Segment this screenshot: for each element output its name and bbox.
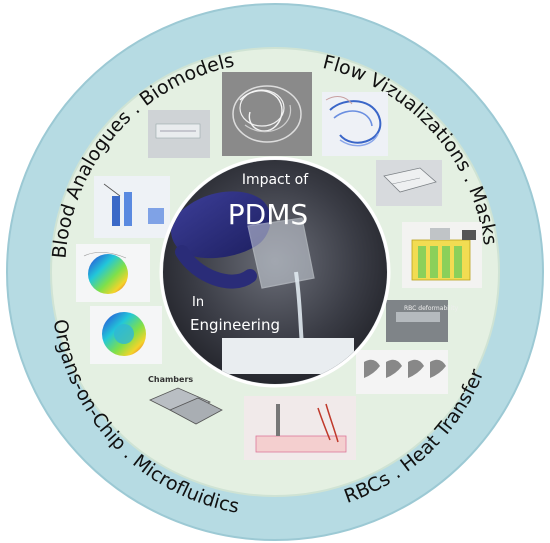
beaker — [247, 217, 315, 289]
center-title-line3: In — [192, 295, 204, 310]
thumb-thermal-simulation-1 — [76, 244, 150, 302]
thumb-heat-transfer — [402, 222, 482, 288]
gloved-hand — [171, 191, 271, 259]
center-photo: Impact of PDMS In Engineering — [159, 156, 391, 388]
center-title-line2: PDMS — [228, 198, 308, 231]
thumb-flow-microscopy — [222, 72, 312, 156]
thumb-thermal-simulation-2 — [90, 306, 162, 364]
thumb-blood-analogue-setup — [94, 176, 170, 238]
thumb-rbc-shapes — [356, 350, 448, 394]
center-title-line4: Engineering — [190, 316, 280, 334]
thumb-chip-tubing — [244, 396, 356, 460]
thumb-chambers: Chambers — [148, 375, 223, 425]
center-title-line1: Impact of — [242, 172, 309, 188]
thumb-rbc-deformability: RBC deformability — [386, 300, 459, 342]
pdms-mold — [222, 338, 354, 374]
thumb-chambers-label: Chambers — [148, 375, 193, 384]
thumb-rbc-label: RBC deformability — [404, 305, 459, 312]
thumb-mask-device — [376, 160, 442, 206]
thumb-microchip — [148, 110, 210, 158]
thumb-streamlines — [322, 92, 388, 156]
